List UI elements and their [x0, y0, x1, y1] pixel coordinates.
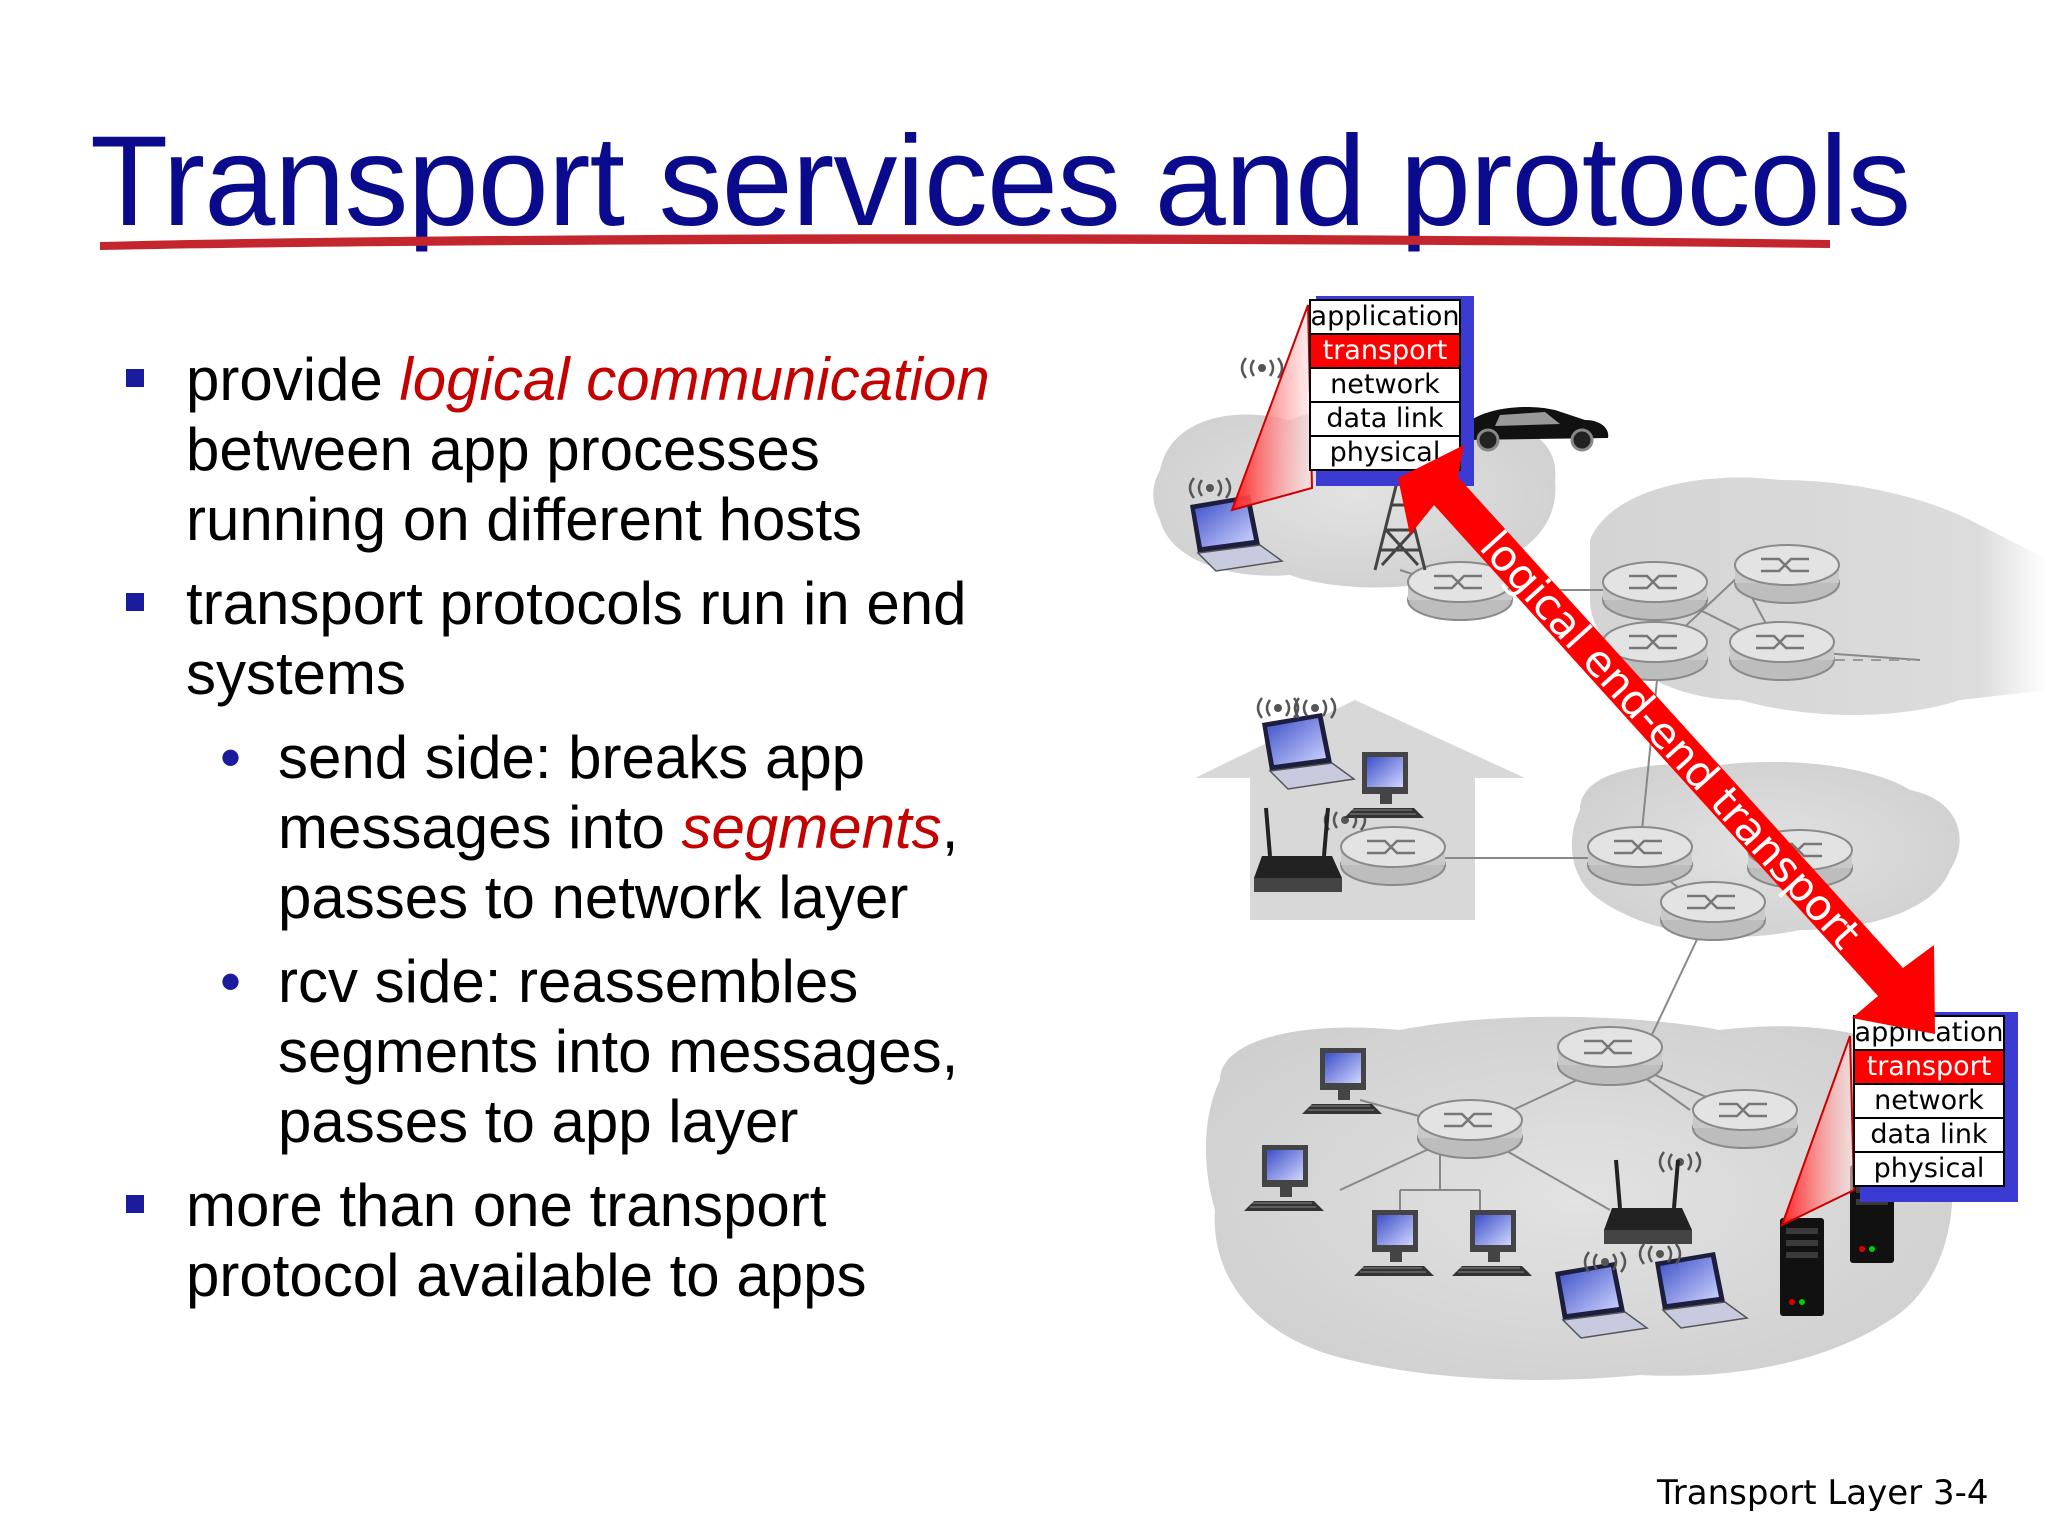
term-segments: segments — [681, 794, 942, 861]
car-icon — [1460, 406, 1609, 452]
footer-label: Transport Layer — [1657, 1473, 1923, 1513]
stack-layer-label: data link — [1870, 1119, 1988, 1150]
square-bullet-icon — [126, 1195, 144, 1213]
slide-title: Transport services and protocols — [90, 110, 1911, 253]
round-bullet-icon: • — [220, 948, 242, 1015]
bullet-list: provide logical communication between ap… — [120, 345, 1020, 1325]
round-bullet-icon: • — [220, 724, 242, 791]
stack-layer-physical — [1853, 1151, 2005, 1187]
sub-bullet-send-side: • send side: breaks app messages into se… — [220, 724, 959, 931]
bullet-end-systems: transport protocols run in end systems — [120, 569, 1020, 709]
stack-layer-label: network — [1874, 1085, 1984, 1116]
stack-layer-label: transport — [1323, 335, 1448, 366]
square-bullet-icon — [126, 593, 144, 611]
stack-layer-label: application — [1311, 301, 1460, 332]
bottom-stack-cone — [1780, 1035, 1856, 1227]
bullet-multiple-protocols: more than one transport protocol availab… — [120, 1171, 1020, 1311]
term-logical-communication: logical communication — [399, 346, 990, 413]
sub-bullet-rcv-side: • rcv side: reassembles segments into me… — [220, 948, 959, 1155]
top-stack-cone — [1230, 304, 1314, 512]
page-number: 3-4 — [1932, 1473, 1989, 1513]
stack-layer-data-link — [1309, 401, 1461, 437]
slide-footer: Transport Layer 3-4 — [1657, 1473, 1989, 1513]
stack-layer-label: network — [1330, 369, 1440, 400]
square-bullet-icon — [126, 369, 144, 387]
stack-layer-label: transport — [1867, 1051, 1992, 1082]
stack-layer-label: data link — [1326, 403, 1444, 434]
stack-layer-transport — [1309, 333, 1461, 369]
stack-layer-label: physical — [1874, 1153, 1985, 1184]
stack-layer-data-link — [1853, 1117, 2005, 1153]
stack-layer-network — [1853, 1083, 2005, 1119]
title-underline — [100, 234, 1830, 250]
stack-layer-label: physical — [1330, 437, 1441, 468]
bullet-logical-communication: provide logical communication between ap… — [120, 345, 1020, 555]
